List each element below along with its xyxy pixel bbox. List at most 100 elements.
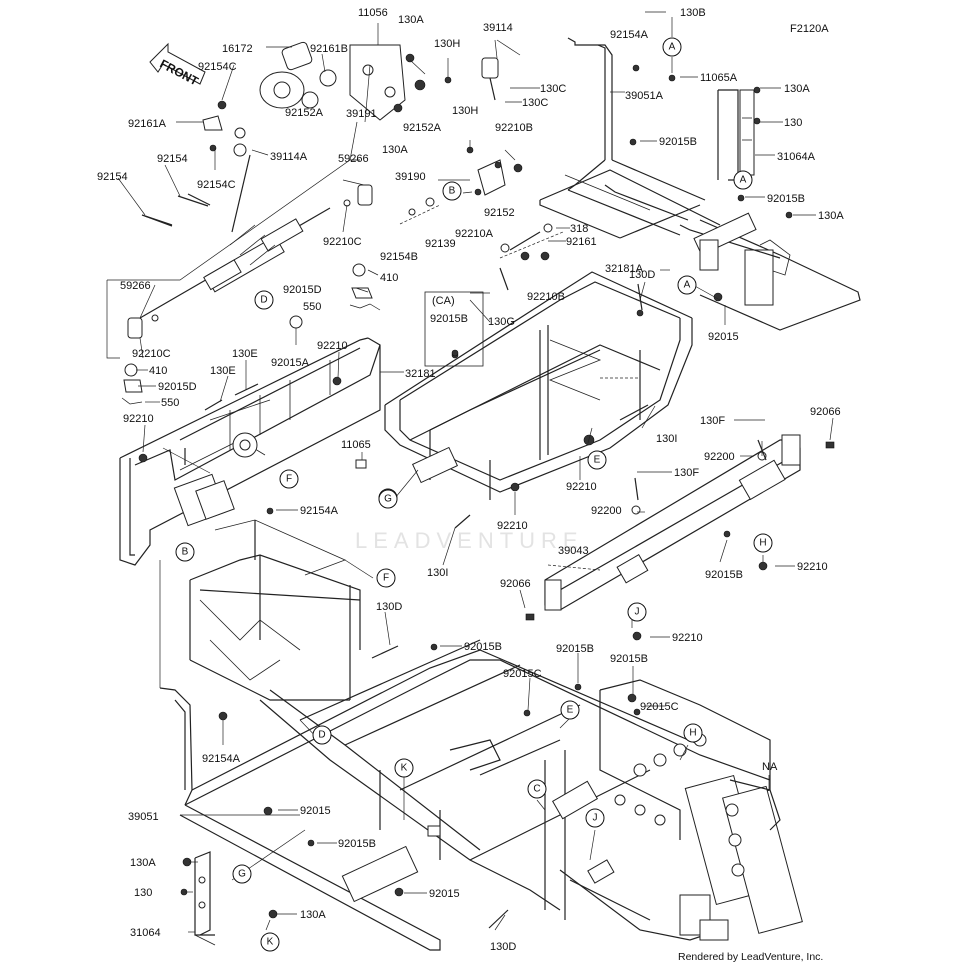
front-arrow: FRONT — [149, 42, 206, 89]
part-label: 92200 — [704, 451, 735, 463]
svg-text:F: F — [383, 573, 389, 584]
part-label: 130B — [680, 7, 706, 19]
part-label: 16172 — [222, 43, 253, 55]
part-label: 130D — [629, 269, 655, 281]
part-label: 92015D — [283, 284, 322, 296]
part-label: 39043 — [558, 545, 589, 557]
part-label: 130C — [522, 97, 548, 109]
part-label: 92015C — [503, 668, 542, 680]
part-label: 92066 — [810, 406, 841, 418]
part-label: 318 — [570, 223, 588, 235]
part-label: 92015B — [430, 313, 468, 325]
part-label: 130E — [210, 365, 236, 377]
part-label: 92154A — [202, 753, 241, 765]
callout-d-1: D — [254, 290, 274, 310]
svg-text:G: G — [384, 494, 392, 505]
part-label: 130G — [488, 316, 515, 328]
part-label: 550 — [303, 301, 321, 313]
part-label: 92161A — [128, 118, 167, 130]
callout-j-1: J — [627, 602, 647, 622]
callout-e-2: E — [560, 700, 580, 720]
callout-a-1: A — [662, 37, 682, 57]
callouts: A A A B B C C D D E E F F G G H H J J K … — [175, 37, 773, 952]
part-label: 92210 — [123, 413, 154, 425]
part-label: 92210 — [317, 340, 348, 352]
callout-g-1: G — [378, 489, 398, 509]
svg-text:K: K — [267, 937, 274, 948]
part-label: 130A — [398, 14, 424, 26]
part-label: 59266 — [338, 153, 369, 165]
front-cage-32181 — [119, 337, 381, 566]
svg-text:E: E — [567, 705, 574, 716]
part-label: 130H — [452, 105, 478, 117]
part-label: 11065A — [700, 72, 738, 84]
svg-text:A: A — [684, 280, 691, 291]
callout-j-2: J — [585, 808, 605, 828]
part-label: 11056 — [358, 7, 388, 19]
part-label: 130A — [382, 144, 408, 156]
part-label: 92152A — [403, 122, 442, 134]
part-label: 92154C — [198, 61, 237, 73]
part-label: 92015 — [300, 805, 331, 817]
callout-a-2: A — [733, 170, 753, 190]
part-label: 39191 — [346, 108, 377, 120]
svg-text:G: G — [238, 869, 246, 880]
part-label: 31064 — [130, 927, 161, 939]
callout-k-2: K — [260, 932, 280, 952]
part-label: 92210B — [527, 291, 565, 303]
part-label: 550 — [161, 397, 179, 409]
part-label: 130I — [427, 567, 448, 579]
part-label: 92161 — [566, 236, 597, 248]
part-label: 130A — [784, 83, 810, 95]
part-label: 92015B — [705, 569, 743, 581]
crossmember-39043 — [525, 434, 835, 641]
part-label: 92210C — [323, 236, 362, 248]
part-label: 130F — [674, 467, 699, 479]
part-label: 92210 — [797, 561, 828, 573]
part-label: (CA) — [432, 295, 455, 307]
part-label: 92154 — [97, 171, 128, 183]
svg-text:D: D — [260, 295, 267, 306]
part-label: 11065 — [341, 439, 371, 451]
part-label: 92210B — [495, 122, 533, 134]
cage-32181A — [355, 271, 693, 529]
part-label: 92210C — [132, 348, 171, 360]
part-label: 130D — [490, 941, 516, 953]
part-label: 130C — [540, 83, 566, 95]
part-label: 130 — [784, 117, 802, 129]
part-label: 130 — [134, 887, 152, 899]
svg-text:K: K — [401, 763, 408, 774]
part-label: 92015B — [610, 653, 648, 665]
svg-text:J: J — [635, 607, 640, 618]
rear-frame-39051A — [539, 37, 861, 331]
part-label: 130A — [300, 909, 326, 921]
part-label: 39051 — [128, 811, 159, 823]
svg-text:J: J — [593, 813, 598, 824]
part-label: 92015B — [338, 838, 376, 850]
part-label: 39114A — [270, 151, 308, 163]
part-label: 130H — [434, 38, 460, 50]
part-label: 92152 — [484, 207, 515, 219]
callout-b-2: B — [175, 542, 195, 562]
part-label: 31064A — [777, 151, 816, 163]
part-label: 92210 — [497, 520, 528, 532]
callout-k-1: K — [394, 758, 414, 778]
part-label: 92154A — [610, 29, 649, 41]
part-label: 92015A — [271, 357, 310, 369]
part-label: 410 — [149, 365, 167, 377]
svg-text:H: H — [689, 728, 696, 739]
part-label: 92015 — [429, 888, 460, 900]
part-label: 92015B — [767, 193, 805, 205]
part-label: 92210A — [455, 228, 494, 240]
svg-text:H: H — [759, 538, 766, 549]
svg-text:C: C — [533, 784, 540, 795]
part-labels: 11056 130A 39114 130B F2120A 16172 92161… — [97, 7, 844, 953]
part-label: 92154 — [157, 153, 188, 165]
part-label: 92015B — [556, 643, 594, 655]
part-label: 92154B — [380, 251, 418, 263]
part-label: 410 — [380, 272, 398, 284]
part-label: 130I — [656, 433, 677, 445]
callout-h-2: H — [683, 723, 703, 743]
svg-text:A: A — [740, 175, 747, 186]
